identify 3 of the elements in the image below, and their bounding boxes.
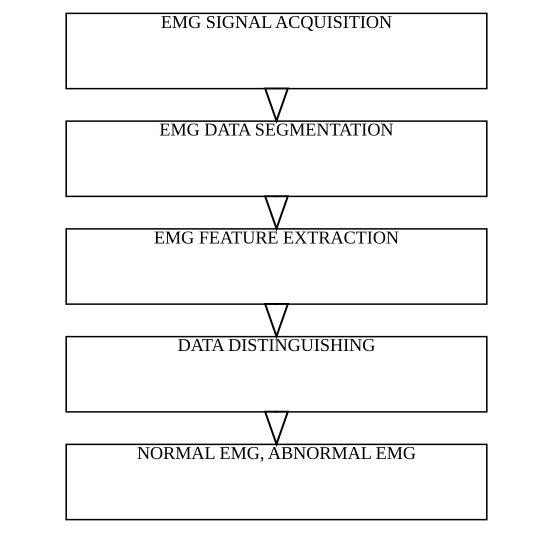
arrow bbox=[264, 410, 290, 448]
node-box: NORMAL EMG, ABNORMAL EMG bbox=[65, 444, 488, 520]
arrow bbox=[264, 195, 290, 232]
